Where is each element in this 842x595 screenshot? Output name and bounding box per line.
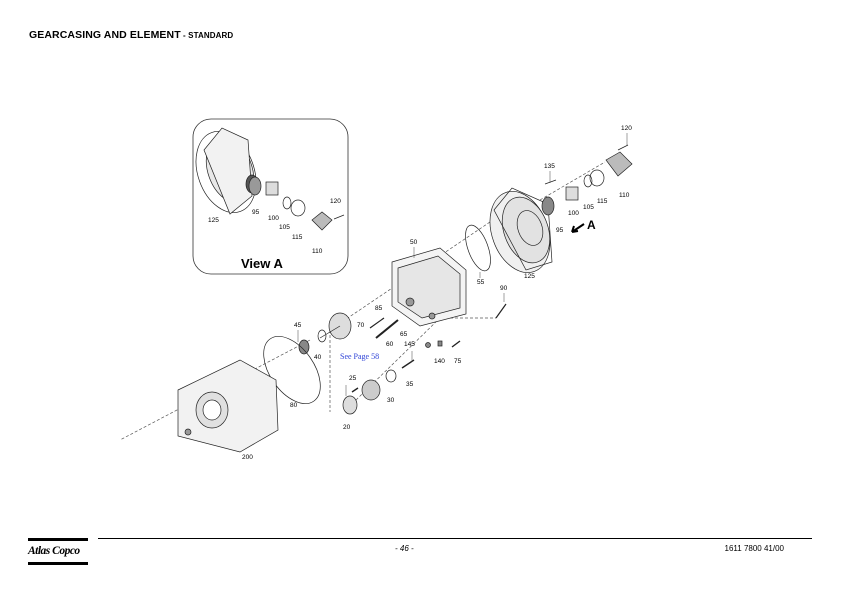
page-title: GEARCASING AND ELEMENT - STANDARD xyxy=(29,29,233,41)
label-20: 20 xyxy=(343,424,351,431)
label-85: 85 xyxy=(375,305,383,312)
inset-label-120: 120 xyxy=(330,198,341,205)
inset-label-95: 95 xyxy=(252,209,260,216)
gearcasing-drawing xyxy=(391,247,467,327)
label-115: 115 xyxy=(597,198,608,205)
label-135: 135 xyxy=(544,163,555,170)
label-110: 110 xyxy=(619,192,630,199)
label-leaders xyxy=(297,133,628,396)
title-subtitle: - STANDARD xyxy=(180,31,234,40)
inset-label-100: 100 xyxy=(268,215,279,222)
inset-label-105: 105 xyxy=(279,224,290,231)
view-a-title: View A xyxy=(241,256,284,271)
pin-25-drawing xyxy=(351,387,359,393)
label-50: 50 xyxy=(410,239,418,246)
title-main: GEARCASING AND ELEMENT xyxy=(29,29,181,41)
label-60: 60 xyxy=(386,341,394,348)
pin-60-drawing xyxy=(375,319,399,339)
gear-30-drawing xyxy=(361,379,381,401)
label-30: 30 xyxy=(387,397,395,404)
label-125: 125 xyxy=(524,273,535,280)
inset-label-110: 110 xyxy=(312,248,323,255)
document-number: 1611 7800 41/00 xyxy=(724,544,784,553)
inset-cover-drawing xyxy=(195,127,259,215)
inset-label-125: 125 xyxy=(208,217,219,224)
label-45: 45 xyxy=(294,322,302,329)
inset-parts-drawing xyxy=(248,176,345,231)
label-100: 100 xyxy=(568,210,579,217)
bearing-20-drawing xyxy=(342,395,358,415)
gear-shaft-drawing xyxy=(298,312,352,355)
label-75: 75 xyxy=(454,358,462,365)
label-120: 120 xyxy=(621,125,632,132)
brand-name: Atlas Copco xyxy=(28,545,80,557)
plug-140-drawing xyxy=(437,340,443,347)
washer-drawing xyxy=(385,369,397,383)
right-small-parts-drawing xyxy=(541,144,633,216)
see-page-link[interactable]: See Page 58 xyxy=(340,352,379,361)
label-35: 35 xyxy=(406,381,414,388)
label-70: 70 xyxy=(357,322,365,329)
label-105: 105 xyxy=(583,204,594,211)
pin-70-drawing xyxy=(369,317,385,329)
label-65: 65 xyxy=(400,331,408,338)
label-55: 55 xyxy=(477,279,485,286)
main-drawing xyxy=(119,144,633,453)
pin-75-drawing xyxy=(451,340,461,348)
arrow-a-label: A xyxy=(587,218,596,232)
gearcasing-cover-drawing xyxy=(489,187,553,273)
footer-rule xyxy=(98,538,812,539)
label-145: 145 xyxy=(404,341,415,348)
bolt-90-drawing xyxy=(495,303,507,319)
plug-145-drawing xyxy=(425,342,431,348)
inset-label-115: 115 xyxy=(292,234,303,241)
label-25: 25 xyxy=(349,375,357,382)
label-90: 90 xyxy=(500,285,508,292)
label-40: 40 xyxy=(314,354,322,361)
atlas-copco-logo: Atlas Copco xyxy=(28,538,88,568)
label-95: 95 xyxy=(556,227,564,234)
page-number: - 46 - xyxy=(395,544,414,553)
label-80: 80 xyxy=(290,402,298,409)
label-200: 200 xyxy=(242,454,253,461)
compressor-element-drawing xyxy=(177,359,279,453)
view-a-arrow: A xyxy=(571,218,596,233)
o-ring-55-drawing xyxy=(465,224,491,272)
label-140: 140 xyxy=(434,358,445,365)
inset-view-a: 125 95 100 105 115 120 110 View A xyxy=(192,118,349,275)
